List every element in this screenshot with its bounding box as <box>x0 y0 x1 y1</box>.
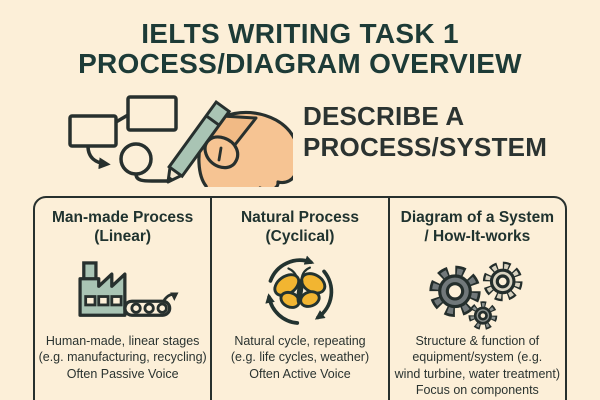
column-man-made-process: Man-made Process (Linear) <box>35 198 210 400</box>
subtitle: DESCRIBE A PROCESS/SYSTEM <box>303 101 548 162</box>
gear-small <box>468 301 498 331</box>
column-description: Structure & function of equipment/system… <box>394 333 560 398</box>
column-heading: Man-made Process (Linear) <box>52 209 194 245</box>
process-types-panel: Man-made Process (Linear) <box>33 196 567 400</box>
gear-large <box>429 265 481 318</box>
column-natural-process: Natural Process (Cyclical) <box>210 198 387 400</box>
hand-drawing-flowchart-icon <box>68 95 293 187</box>
column-description: Human-made, linear stages (e.g. manufact… <box>38 333 207 381</box>
column-heading: Natural Process (Cyclical) <box>240 209 359 245</box>
column-description: Natural cycle, repeating (e.g. life cycl… <box>230 333 370 381</box>
gears-icon <box>429 261 523 331</box>
column-heading: Diagram of a System / How-It-works <box>400 209 554 245</box>
gear-medium <box>482 261 523 302</box>
factory-conveyor-icon <box>78 261 179 317</box>
butterfly-cycle-icon <box>265 255 334 325</box>
column-system-diagram: Diagram of a System / How-It-works <box>387 198 565 400</box>
page-title: IELTS WRITING TASK 1 PROCESS/DIAGRAM OVE… <box>78 18 522 79</box>
